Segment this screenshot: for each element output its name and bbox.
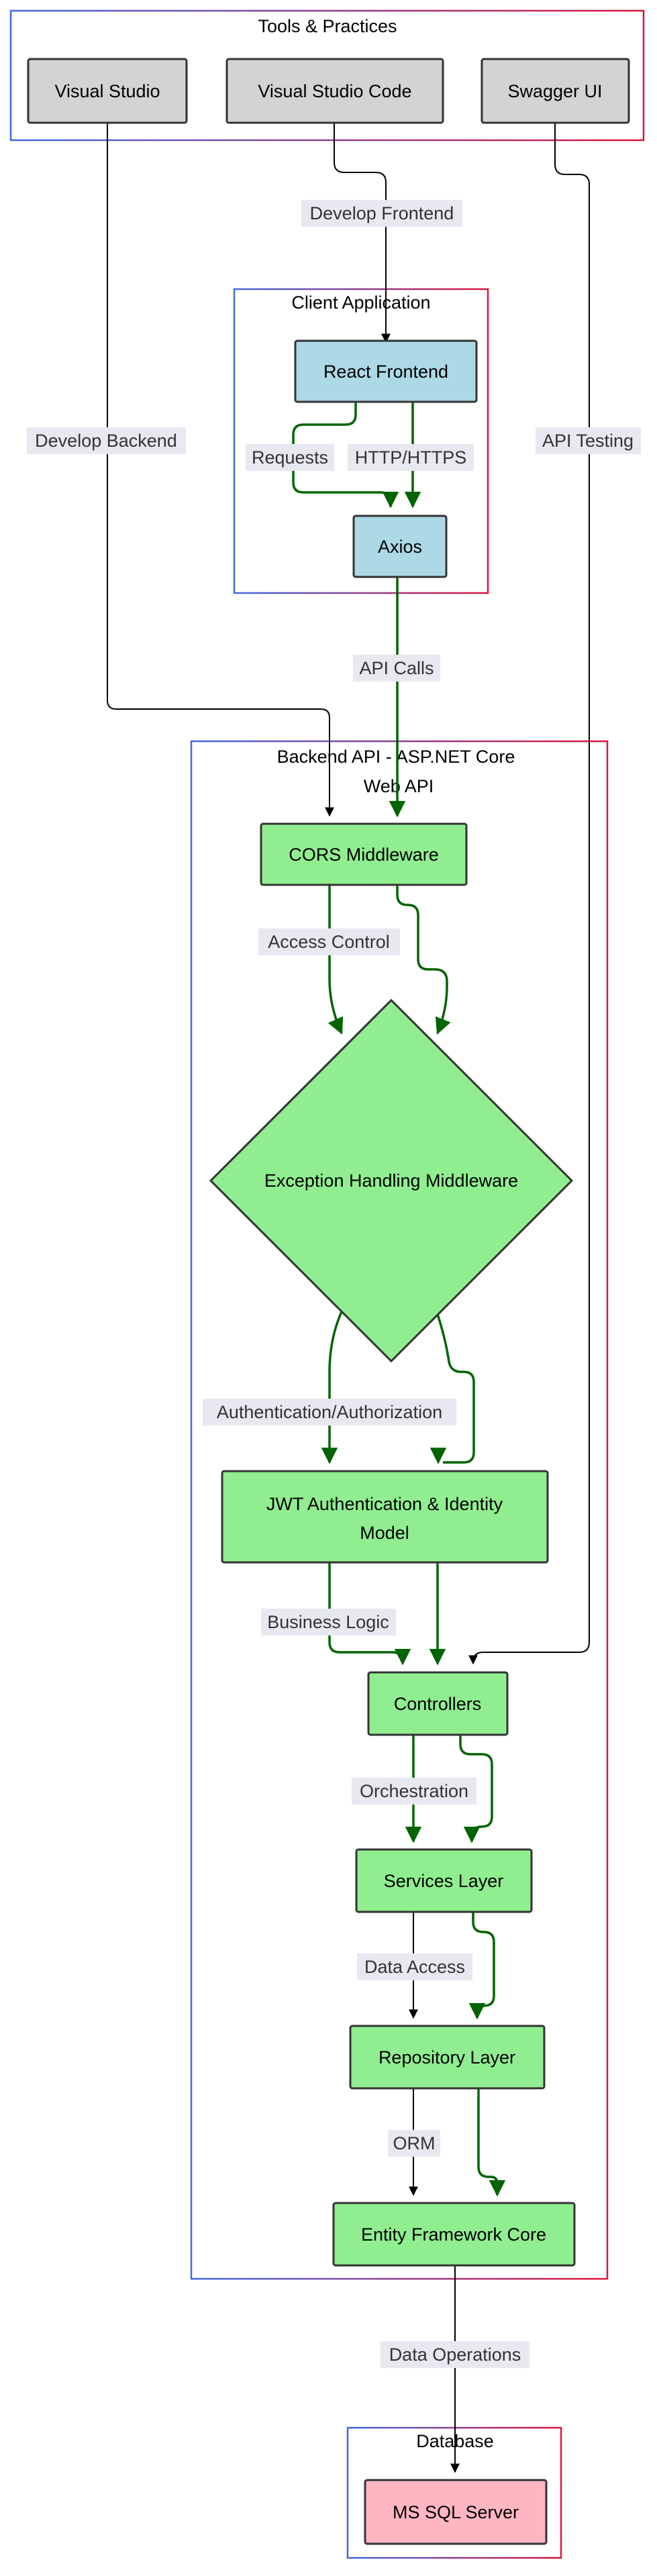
nodes: Visual Studio Visual Studio Code Swagger… [27, 58, 630, 2545]
svg-text:Requests: Requests [252, 447, 328, 468]
node-jwt-authentication-label-line1: JWT Authentication & Identity [266, 1494, 503, 1514]
edge-label-authentication-authorization: Authentication/Authorization [203, 1399, 456, 1426]
node-jwt-authentication-box [221, 1470, 549, 1564]
svg-text:Orchestration: Orchestration [360, 1781, 468, 1801]
svg-text:Develop Frontend: Develop Frontend [310, 203, 454, 223]
edge-label-data-access: Data Access [357, 1953, 472, 1980]
cluster-client: Client Application [233, 288, 489, 594]
edge-label-http-https: HTTP/HTTPS [348, 444, 474, 471]
edge-business-logic [328, 1557, 411, 1666]
edge-controllers-services-2 [459, 1733, 493, 1843]
edge-label-orchestration: Orchestration [352, 1778, 476, 1805]
node-exception-handling-middleware[interactable]: Exception Handling Middleware [209, 998, 574, 1363]
node-visual-studio-code-label: Visual Studio Code [258, 81, 411, 101]
cluster-backend-title-line1: Backend API - ASP.NET Core [277, 747, 515, 767]
cluster-backend: Backend API - ASP.NET Core Web API [190, 740, 609, 2280]
node-cors-middleware-box [260, 822, 468, 886]
node-visual-studio-code[interactable]: Visual Studio Code [225, 58, 444, 124]
cluster-tools: Tools & Practices [9, 9, 645, 142]
edge-label-api-testing: API Testing [536, 427, 641, 454]
svg-text:Develop Backend: Develop Backend [35, 431, 177, 451]
node-swagger-ui-box [481, 58, 630, 124]
edge-labels: Develop Frontend Develop Backend API Tes… [27, 200, 641, 2368]
node-exception-handling-diamond [209, 998, 574, 1363]
node-visual-studio[interactable]: Visual Studio [27, 58, 188, 124]
node-controllers-label: Controllers [394, 1694, 482, 1714]
svg-text:Data Operations: Data Operations [389, 2345, 521, 2365]
edge-develop-backend [107, 123, 334, 817]
node-repository-layer[interactable]: Repository Layer [349, 2025, 546, 2090]
node-controllers[interactable]: Controllers [367, 1671, 509, 1736]
svg-text:HTTP/HTTPS: HTTP/HTTPS [355, 447, 467, 468]
svg-text:ORM: ORM [393, 2133, 436, 2153]
node-react-frontend-box [294, 339, 478, 403]
node-ms-sql-server-box [364, 2479, 548, 2545]
node-react-frontend-label: React Frontend [323, 362, 448, 382]
node-visual-studio-code-box [225, 58, 444, 124]
edge-label-orm: ORM [388, 2130, 440, 2157]
node-axios-label: Axios [378, 537, 422, 557]
cluster-client-title: Client Application [291, 292, 430, 313]
edge-label-data-operations: Data Operations [381, 2341, 529, 2368]
edge-label-business-logic: Business Logic [261, 1609, 396, 1635]
node-repository-layer-label: Repository Layer [378, 2047, 515, 2068]
svg-text:API Calls: API Calls [359, 658, 434, 678]
cluster-backend-title-line2: Web API [364, 776, 434, 796]
node-jwt-authentication-label-line2: Model [360, 1523, 409, 1543]
node-entity-framework-core-box [332, 2202, 576, 2267]
edge-exception-jwt-2 [435, 1309, 475, 1464]
edge-repository-ef-2 [477, 2088, 506, 2197]
edge-develop-frontend [334, 123, 391, 343]
node-services-layer-label: Services Layer [384, 1871, 504, 1891]
node-swagger-ui[interactable]: Swagger UI [481, 58, 630, 124]
edge-label-api-calls: API Calls [353, 655, 440, 682]
node-cors-middleware-label: CORS Middleware [289, 845, 439, 865]
svg-text:Authentication/Authorization: Authentication/Authorization [217, 1402, 442, 1422]
node-axios[interactable]: Axios [352, 515, 448, 578]
cluster-tools-title: Tools & Practices [258, 16, 397, 36]
svg-text:Data Access: Data Access [364, 1957, 465, 1977]
node-controllers-box [367, 1671, 509, 1736]
edge-authentication-authorization [321, 1309, 344, 1464]
edge-access-control [327, 884, 344, 1035]
edge-label-requests: Requests [246, 444, 334, 471]
node-services-layer-box [355, 1848, 533, 1913]
edge-label-develop-frontend: Develop Frontend [301, 200, 462, 227]
node-services-layer[interactable]: Services Layer [355, 1848, 533, 1913]
node-cors-middleware[interactable]: CORS Middleware [260, 822, 468, 886]
edge-cors-exception-2 [396, 884, 451, 1035]
svg-text:Access Control: Access Control [268, 932, 390, 952]
edge-api-testing [468, 123, 590, 1665]
edge-label-develop-backend: Develop Backend [27, 427, 186, 454]
node-react-frontend[interactable]: React Frontend [294, 339, 478, 403]
svg-text:API Testing: API Testing [542, 431, 634, 451]
edge-label-access-control: Access Control [258, 928, 400, 955]
node-visual-studio-label: Visual Studio [54, 81, 160, 101]
node-repository-layer-box [349, 2025, 546, 2090]
node-jwt-authentication[interactable]: JWT Authentication & Identity Model [221, 1470, 549, 1564]
node-exception-handling-label: Exception Handling Middleware [264, 1171, 518, 1191]
node-ms-sql-server[interactable]: MS SQL Server [364, 2479, 548, 2545]
edge-services-repository-2 [468, 1911, 495, 2020]
node-entity-framework-core[interactable]: Entity Framework Core [332, 2202, 576, 2267]
node-swagger-ui-label: Swagger UI [507, 81, 602, 101]
node-entity-framework-core-label: Entity Framework Core [361, 2224, 546, 2245]
node-visual-studio-box [27, 58, 188, 124]
node-ms-sql-server-label: MS SQL Server [393, 2502, 519, 2522]
node-axios-box [352, 515, 448, 578]
svg-text:Business Logic: Business Logic [267, 1612, 389, 1632]
